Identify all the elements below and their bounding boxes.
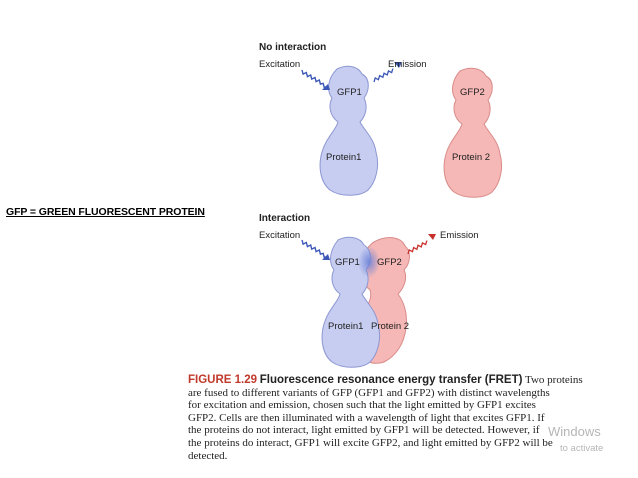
top-panel-title: No interaction (259, 42, 326, 53)
excitation-wave-top (301, 69, 328, 89)
protein2-label-top: Protein 2 (452, 152, 490, 163)
side-note: GFP = GREEN FLUORESCENT PROTEIN (6, 206, 205, 218)
gfp1-label-top: GFP1 (337, 87, 362, 98)
excitation-arrowhead-bottom (322, 254, 330, 260)
figure-caption: FIGURE 1.29 Fluorescence resonance energ… (188, 374, 583, 462)
gfp1-label-bottom: GFP1 (335, 257, 360, 268)
caption-line-5: the proteins do not interact, light emit… (188, 424, 540, 437)
caption-line-2: are fused to different variants of GFP (… (188, 386, 550, 399)
excitation-label-top: Excitation (259, 59, 300, 70)
emission-label-bottom: Emission (440, 230, 479, 241)
caption-line-1-rest: Two proteins (525, 374, 583, 386)
protein1-shape-top (319, 65, 379, 196)
energy-transfer-glow (358, 246, 380, 278)
excitation-label-bottom: Excitation (259, 230, 300, 241)
caption-line-3: for excitation and emission, chosen such… (188, 399, 536, 412)
excitation-arrowhead-top (322, 84, 330, 90)
excitation-wave-bottom (301, 239, 328, 259)
activation-watermark-line1: Windows (548, 424, 601, 439)
caption-line-1: FIGURE 1.29 Fluorescence resonance energ… (188, 374, 583, 387)
bottom-panel-title: Interaction (259, 213, 310, 224)
caption-line-7: detected. (188, 449, 228, 462)
caption-line-6: the proteins do interact, GFP1 will exci… (188, 436, 553, 449)
emission-wave-top (373, 68, 394, 83)
emission-arrowhead-bottom (428, 234, 436, 240)
caption-line-4: GFP2. Cells are then illuminated with a … (188, 411, 545, 424)
emission-arrowhead-top (394, 62, 402, 68)
emission-wave-bottom (407, 240, 428, 255)
figure-label: FIGURE 1.29 (188, 374, 258, 386)
protein2-shape-top (443, 67, 503, 198)
emission-label-top: Emission (388, 59, 427, 70)
protein1-label-top: Protein1 (326, 152, 361, 163)
gfp2-label-top: GFP2 (460, 87, 485, 98)
protein1-label-bottom: Protein1 (328, 321, 363, 332)
gfp2-label-bottom: GFP2 (377, 257, 402, 268)
figure-title: Fluorescence resonance energy transfer (… (259, 374, 523, 386)
activation-watermark-line2: to activate (560, 443, 604, 454)
protein2-label-bottom: Protein 2 (371, 321, 409, 332)
